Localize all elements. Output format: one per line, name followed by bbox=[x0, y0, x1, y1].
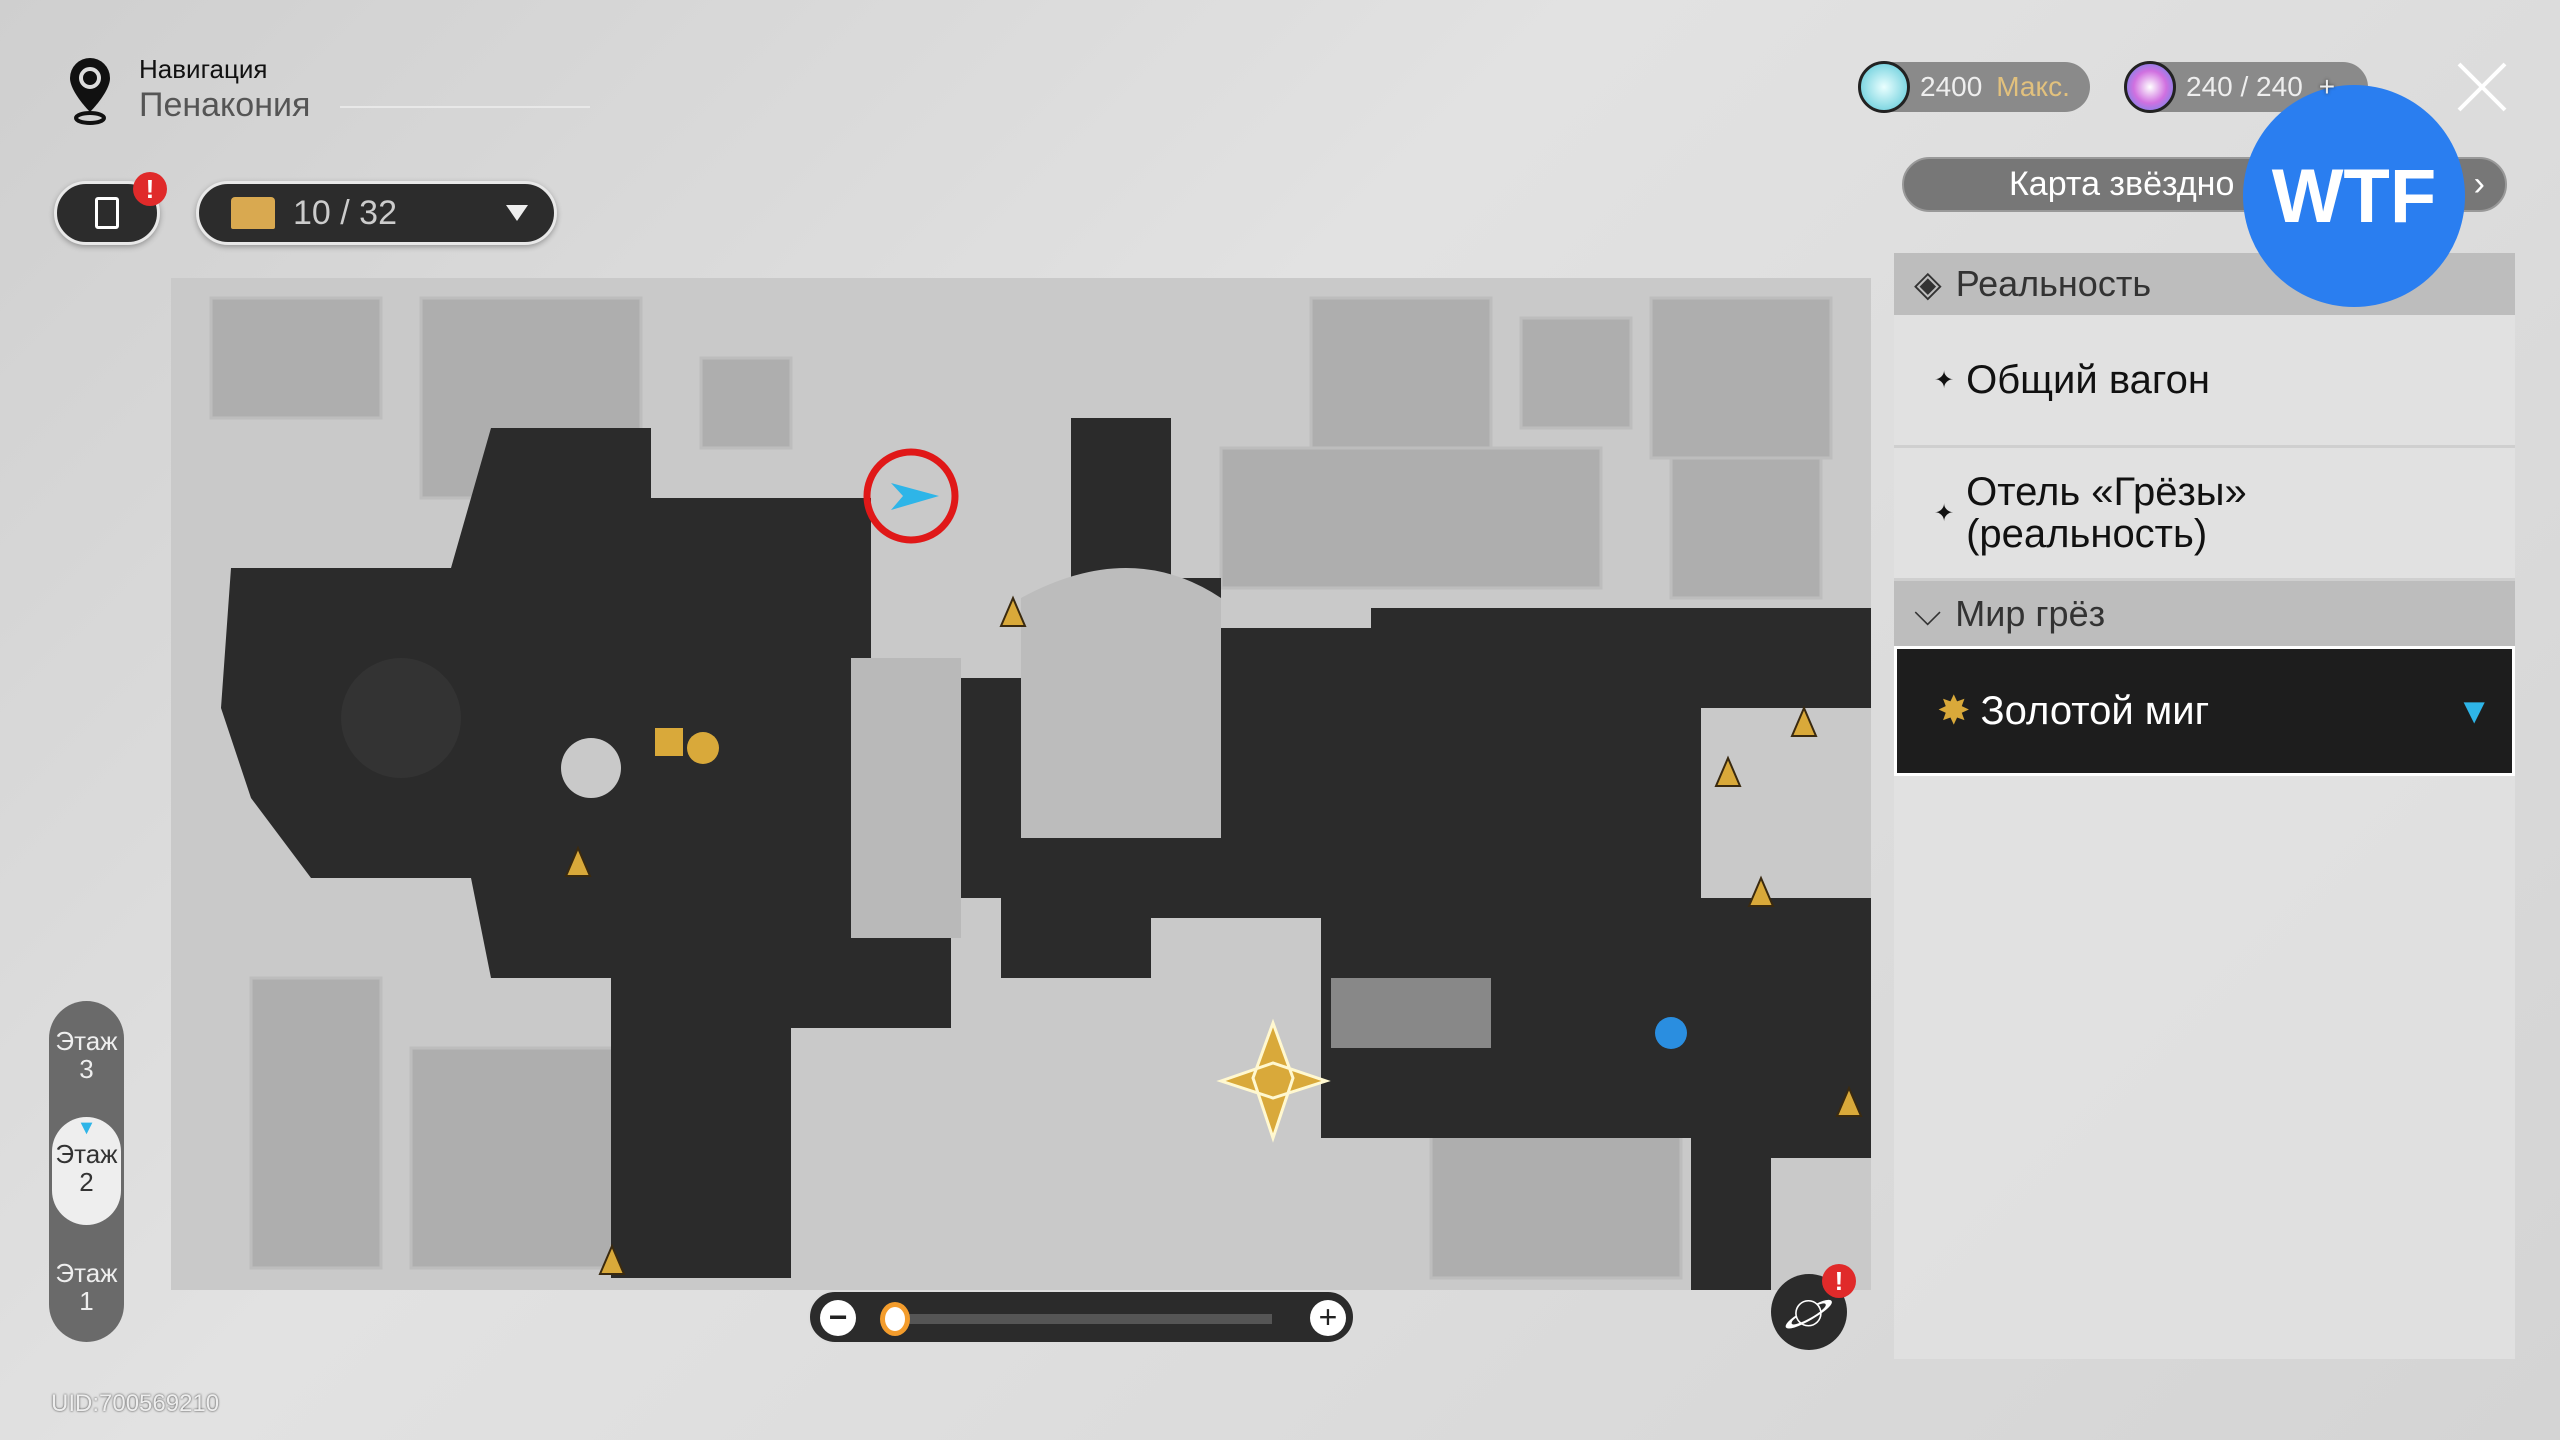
currency-value: 2400 bbox=[1920, 71, 1983, 102]
overlay-badge-text: WTF bbox=[2271, 153, 2437, 239]
navigation-pin-icon bbox=[68, 56, 112, 131]
eye-icon: ◈ bbox=[1914, 263, 1942, 304]
close-icon[interactable] bbox=[2455, 60, 2509, 114]
location-label: Общий вагон bbox=[1966, 357, 2210, 402]
location-name: Пенакония bbox=[139, 86, 311, 124]
zoom-in-button[interactable]: + bbox=[1310, 1300, 1346, 1336]
player-highlight-circle bbox=[863, 448, 959, 544]
location-item[interactable]: ✦ Общий вагон bbox=[1894, 315, 2515, 448]
add-currency-button[interactable]: + bbox=[2318, 71, 2336, 102]
map-layout bbox=[209, 296, 1871, 1290]
stellar-jade-counter[interactable]: 2400 Макс. bbox=[1858, 61, 2090, 113]
location-label: Золотой миг bbox=[1980, 688, 2210, 733]
sparkle-icon: ✦ bbox=[1934, 366, 1955, 394]
section-header-dreamscape[interactable]: ⌵ Мир грёз bbox=[1894, 581, 2515, 646]
section-title: Мир грёз bbox=[1955, 592, 2106, 634]
currency-max-label: Макс. bbox=[1996, 71, 2070, 102]
chest-filter-dropdown[interactable]: 10 / 32 bbox=[196, 181, 557, 245]
location-item-selected[interactable]: ✸Золотой миг ▼ bbox=[1894, 646, 2515, 776]
teleport-anchor-icon bbox=[1216, 1018, 1331, 1143]
player-floor-marker-icon: ▼ bbox=[76, 1117, 97, 1139]
location-panel: ◈ Реальность ✦ Общий вагон ✦ Отель «Грёзы» … bbox=[1894, 253, 2515, 1359]
zoom-slider-handle[interactable] bbox=[880, 1302, 910, 1336]
zoom-out-button[interactable]: − bbox=[820, 1300, 856, 1336]
current-location-marker-icon: ▼ bbox=[2456, 690, 2492, 731]
space-anchor-icon bbox=[1655, 1017, 1687, 1049]
player-arrow-icon bbox=[891, 483, 939, 510]
location-item[interactable]: ✦ Отель «Грёзы» (реальность) bbox=[1894, 448, 2515, 581]
treasure-chest-icon bbox=[231, 197, 275, 229]
location-label: Отель «Грёзы» (реальность) bbox=[1966, 470, 2247, 556]
zoom-control: − + bbox=[808, 1290, 1355, 1344]
currency-value: 240 / 240 bbox=[2186, 71, 2303, 102]
dropdown-arrow-icon bbox=[506, 205, 528, 221]
planet-alert-badge: ! bbox=[1822, 1264, 1856, 1298]
section-title: Реальность bbox=[1955, 263, 2152, 304]
chevron-down-icon: ⌵ bbox=[1914, 592, 1942, 633]
tasks-alert-badge: ! bbox=[133, 172, 167, 206]
navigation-label: Навигация bbox=[139, 54, 268, 84]
uid-label: UID:700569210 bbox=[51, 1390, 220, 1417]
chevron-right-icon: › bbox=[2473, 165, 2485, 203]
tasks-button[interactable] bbox=[54, 181, 160, 245]
planet-icon: 🪐︎ bbox=[1783, 1290, 1835, 1335]
divider bbox=[340, 106, 590, 108]
zoom-slider-track[interactable] bbox=[890, 1314, 1272, 1324]
overlay-badge: WTF bbox=[2243, 85, 2465, 307]
sparkle-icon: ✦ bbox=[1934, 499, 1955, 527]
trailblaze-power-icon bbox=[1858, 61, 1910, 113]
reserve-power-icon bbox=[2124, 61, 2176, 113]
map-canvas[interactable] bbox=[171, 278, 1871, 1290]
star-map-label: Карта звёздно bbox=[2009, 165, 2235, 203]
chest-count: 10 / 32 bbox=[293, 193, 397, 232]
golden-star-icon: ✸ bbox=[1937, 689, 1971, 733]
clipboard-icon bbox=[95, 197, 119, 229]
